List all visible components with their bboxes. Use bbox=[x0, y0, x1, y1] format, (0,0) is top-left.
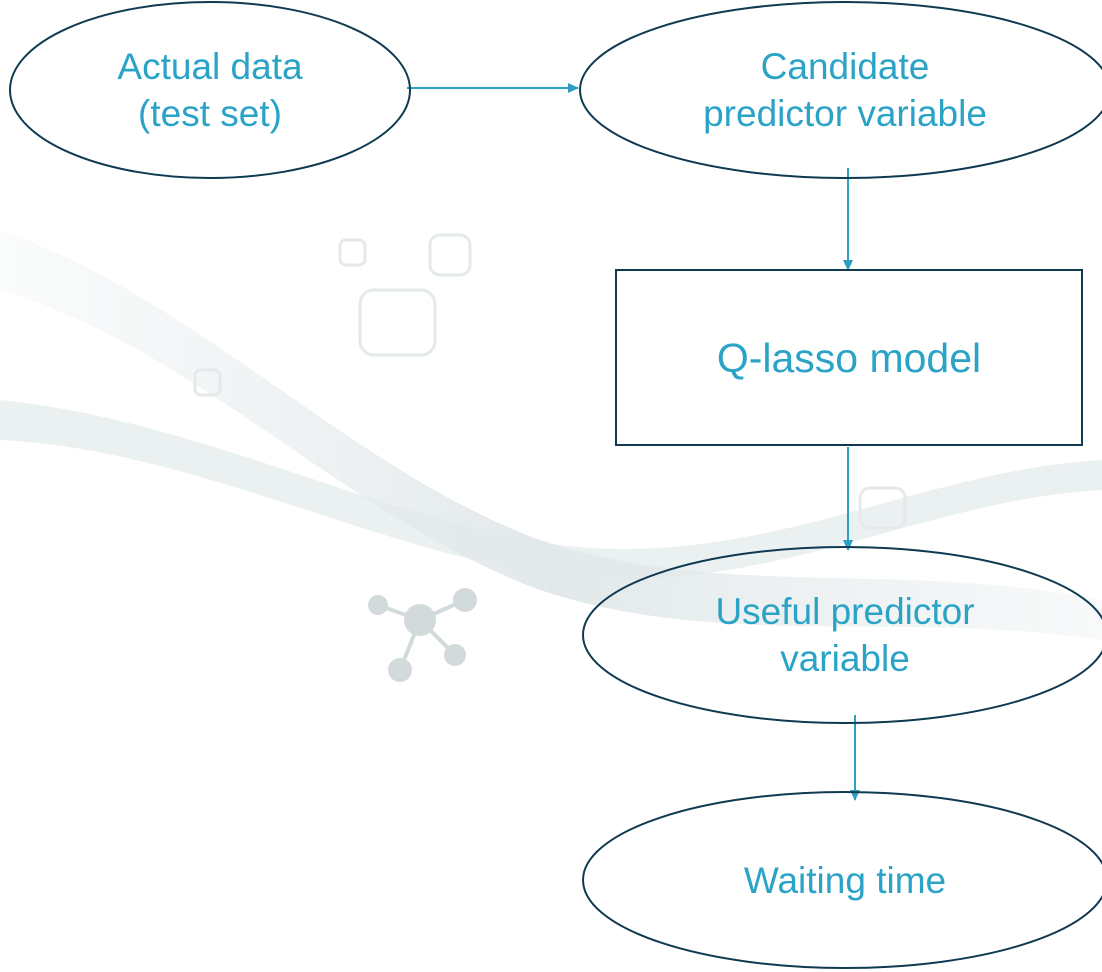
node-waiting-label: Waiting time bbox=[625, 857, 1065, 904]
node-qlasso-label: Q-lasso model bbox=[616, 332, 1082, 384]
node-candidate-ellipse bbox=[579, 1, 1102, 179]
node-useful-line-2: variable bbox=[780, 637, 910, 679]
node-candidate-line-1: Candidate bbox=[760, 45, 930, 87]
node-useful-label: Useful predictor variable bbox=[625, 588, 1065, 683]
node-qlasso-line-1: Q-lasso model bbox=[716, 334, 982, 381]
node-waiting-ellipse bbox=[582, 791, 1102, 969]
node-waiting-line-1: Waiting time bbox=[743, 859, 947, 901]
node-actual-data-label: Actual data (test set) bbox=[60, 43, 360, 138]
node-candidate-line-2: predictor variable bbox=[703, 92, 987, 134]
node-actual-data-ellipse bbox=[9, 1, 411, 179]
node-actual-data-line-1: Actual data bbox=[117, 45, 303, 87]
node-useful-line-1: Useful predictor bbox=[715, 590, 975, 632]
node-qlasso-rectangle bbox=[615, 269, 1083, 446]
rounded-squares-decoration bbox=[193, 233, 907, 530]
node-actual-data-line-2: (test set) bbox=[138, 92, 282, 134]
molecule-icon bbox=[368, 588, 477, 682]
node-useful-ellipse bbox=[582, 546, 1102, 724]
background-swoosh-2 bbox=[0, 400, 1102, 579]
node-candidate-label: Candidate predictor variable bbox=[615, 43, 1075, 138]
